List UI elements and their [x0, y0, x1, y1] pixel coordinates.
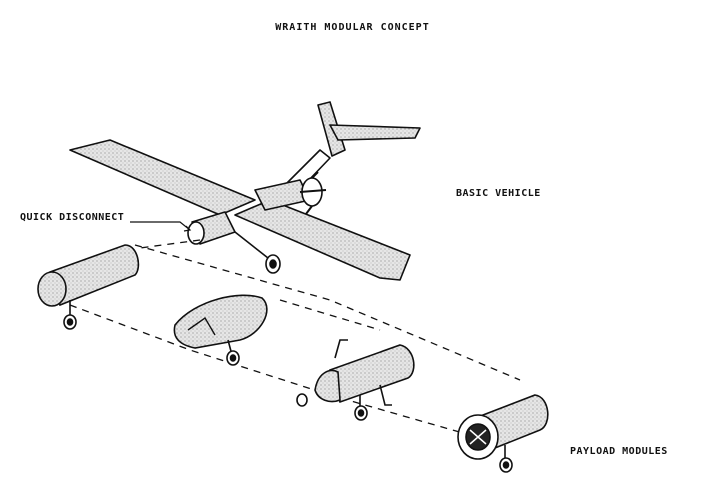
propeller-icon: [299, 171, 327, 215]
quick-disconnect-label: QUICK DISCONNECT: [20, 212, 125, 223]
left-wing: [69, 139, 256, 216]
payload-module-1: [37, 244, 140, 330]
quick-disconnect-leader: [130, 221, 191, 231]
basic-vehicle-label: BASIC VEHICLE: [456, 188, 541, 199]
payload-module-3: [296, 339, 415, 421]
assembly-dashed-lines: [69, 239, 521, 436]
forward-pod-nose: [187, 221, 205, 245]
right-wing: [234, 199, 411, 281]
diagram-title: WRAITH MODULAR CONCEPT: [275, 22, 430, 33]
basic-vehicle: [69, 101, 421, 281]
payload-modules-label: PAYLOAD MODULES: [570, 446, 668, 457]
horizontal-tail: [329, 124, 421, 141]
payload-module-4: [457, 394, 549, 473]
nose-gear-strut: [234, 231, 269, 259]
payload-module-2: [173, 294, 268, 366]
